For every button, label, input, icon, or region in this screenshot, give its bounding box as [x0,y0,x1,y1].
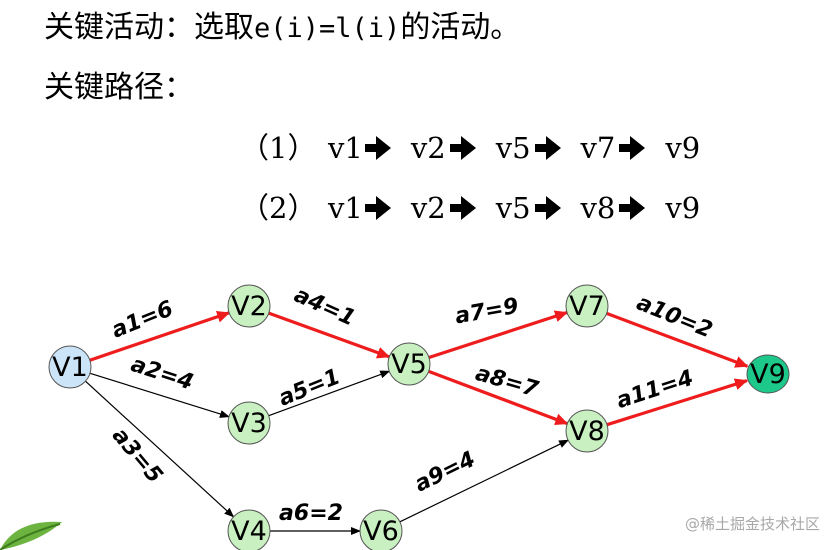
leaf-decoration-icon [0,521,62,550]
node-v5: V5 [387,342,431,386]
node-label-v9: V9 [750,359,786,390]
node-v4: V4 [227,509,271,550]
critical-activity-formula: e(i)=l(i) [254,13,401,44]
node-v7: V7 [565,284,609,328]
node-label-v7: V7 [569,291,605,322]
right-arrow-icon [534,136,561,160]
edge-label-v8-v9: a11=4 [613,366,696,414]
critical-activity-suffix: 的活动。 [400,10,521,45]
right-arrow-icon [449,196,476,220]
path-index: （1） [240,131,317,165]
node-label-v3: V3 [231,408,267,439]
edge-label-v7-v9: a10=2 [633,291,716,344]
edge-v5-v7 [428,310,568,360]
path-index: （2） [240,191,317,225]
edge-label-v3-v5: a5=1 [275,364,344,411]
node-label-v1: V1 [52,352,88,383]
edge-label-v5-v8: a8=7 [473,361,542,403]
path-node: v9 [665,191,701,225]
path-node: v2 [410,191,446,225]
node-label-v2: V2 [231,291,267,322]
path-node: v2 [410,131,446,165]
edge-v1-v4 [85,380,235,518]
node-v1: V1 [48,345,92,389]
watermark: @稀土掘金技术社区 [684,515,820,533]
edge-v1-v3 [89,372,230,418]
critical-activity-line: 关键活动：选取e(i)=l(i)的活动。 [44,10,520,47]
path-node: v1 [328,191,363,225]
path-node: v8 [580,191,616,225]
edge-v7-v9 [606,311,749,368]
node-v9: V9 [746,354,790,394]
edge-label-v1-v4: a3=5 [107,423,167,488]
edge-v3-v5 [268,370,391,417]
node-v2: V2 [227,284,271,328]
node-label-v5: V5 [391,349,427,380]
path-node: v5 [495,131,531,165]
path-node: v9 [665,131,701,165]
node-label-v8: V8 [569,416,605,447]
node-v3: V3 [227,401,271,445]
path-node: v1 [328,131,363,165]
right-arrow-icon [619,196,646,220]
edge-label-v1-v2: a1=6 [108,296,177,343]
critical-path-heading: 关键路径： [44,70,194,105]
critical-activity-prefix: 关键活动：选取 [44,10,254,45]
right-arrow-icon [449,136,476,160]
edge-v6-v8 [399,439,570,523]
node-v6: V6 [359,509,403,550]
critical-path-1: （1） v1 v2 v5 v7 v9 [240,130,700,166]
path-node: v5 [495,191,531,225]
edge-label-v5-v7: a7=9 [453,294,520,330]
edge-label-v4-v6: a6=2 [279,501,343,526]
right-arrow-icon [619,136,646,160]
edge-v2-v5 [268,311,391,359]
edge-v1-v2 [89,310,231,362]
node-v8: V8 [565,409,609,453]
right-arrow-icon [364,136,391,160]
node-label-v4: V4 [231,516,267,547]
right-arrow-icon [534,196,561,220]
edge-label-v6-v8: a9=4 [411,447,479,497]
right-arrow-icon [364,196,391,220]
edge-label-v1-v3: a2=4 [128,352,197,396]
path-node: v7 [580,131,616,165]
node-label-v6: V6 [363,516,399,547]
critical-path-2: （2） v1 v2 v5 v8 v9 [240,190,700,226]
edge-v8-v9 [606,378,748,427]
edge-v5-v8 [428,369,569,426]
